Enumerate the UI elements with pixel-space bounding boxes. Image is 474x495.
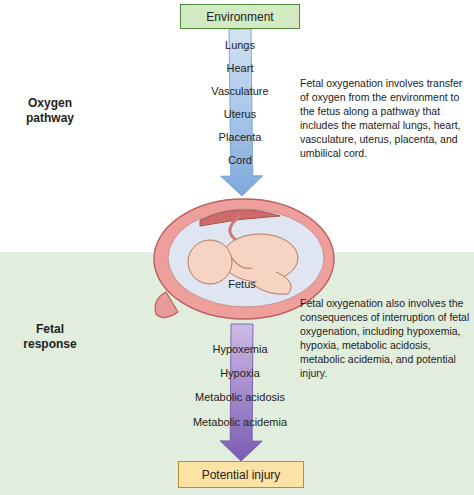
description-text: Fetal oxygenation also involves the cons… bbox=[300, 296, 470, 380]
pathway-step: Placenta bbox=[219, 130, 262, 144]
outcome-box: Potential injury bbox=[178, 461, 304, 488]
description-text: Fetal oxygenation involves transfer of o… bbox=[300, 76, 470, 160]
response-step: Metabolic acidemia bbox=[193, 415, 287, 429]
fetal-body bbox=[222, 234, 298, 282]
node-label: Fetus bbox=[148, 278, 336, 290]
top-band bbox=[0, 0, 474, 252]
fetal-head bbox=[188, 240, 232, 284]
section-heading: Oxygen pathway bbox=[16, 96, 84, 126]
pathway-step: Uterus bbox=[224, 107, 256, 121]
pathway-step: Vasculature bbox=[211, 84, 268, 98]
oxygen-arrow bbox=[221, 29, 263, 196]
response-step: Metabolic acidosis bbox=[195, 390, 285, 404]
pathway-step: Lungs bbox=[225, 38, 255, 52]
placenta bbox=[200, 210, 280, 226]
response-step: Hypoxemia bbox=[212, 342, 267, 356]
amniotic-cavity bbox=[168, 209, 324, 307]
environment-box: Environment bbox=[180, 4, 300, 29]
section-heading: Fetal response bbox=[16, 322, 84, 352]
node-label: Environment bbox=[206, 10, 273, 24]
pathway-step: Heart bbox=[227, 61, 254, 75]
fetal-leg bbox=[252, 272, 291, 294]
response-step: Hypoxia bbox=[220, 366, 260, 380]
fetal-arm bbox=[232, 258, 252, 268]
pathway-step: Cord bbox=[228, 153, 252, 167]
response-band bbox=[0, 252, 474, 495]
node-label: Potential injury bbox=[202, 468, 281, 482]
